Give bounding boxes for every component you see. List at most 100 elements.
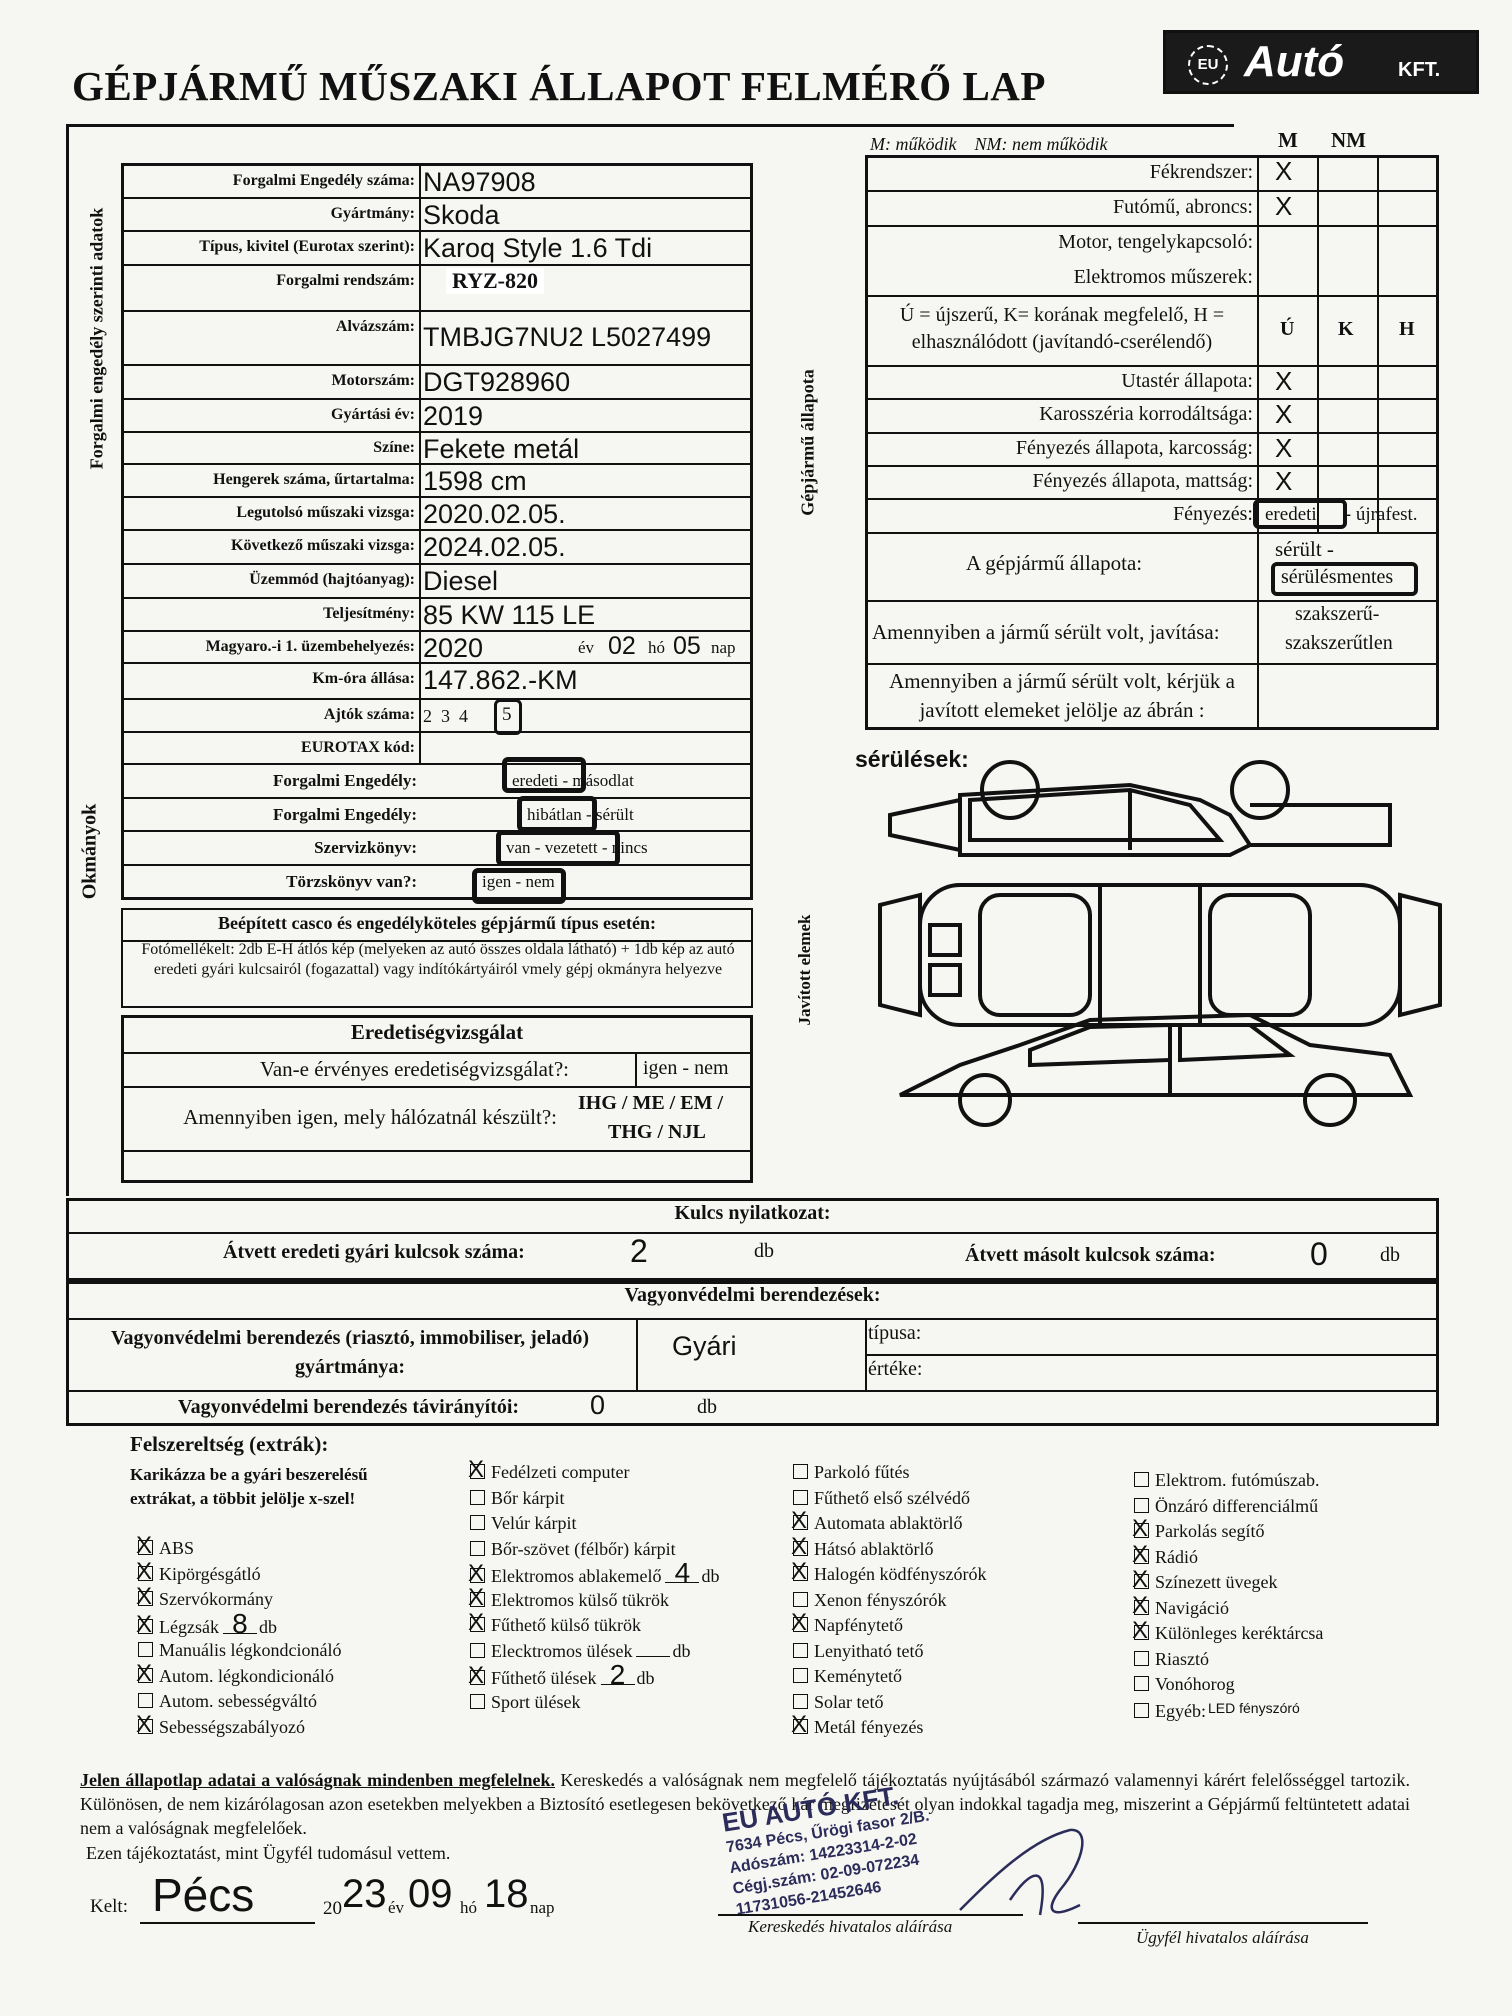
extra-item[interactable]: Napfénytető	[791, 1609, 903, 1637]
extra-item[interactable]: Sport ülések	[470, 1692, 581, 1713]
extra-item[interactable]: Színezett üvegek	[1132, 1566, 1277, 1594]
extra-item[interactable]: Szervókormány	[136, 1583, 273, 1611]
extra-checkbox[interactable]	[1132, 1617, 1149, 1645]
extra-item[interactable]: Autom. légkondicionáló	[136, 1660, 334, 1688]
extra-checkbox[interactable]	[791, 1507, 808, 1535]
extra-checkbox[interactable]	[1134, 1498, 1149, 1513]
state-line	[865, 600, 1439, 602]
extra-label: Szervókormány	[159, 1589, 273, 1609]
extra-checkbox[interactable]	[470, 1694, 485, 1709]
extra-checkbox[interactable]	[470, 1541, 485, 1556]
extra-item[interactable]: Elektrom. futómúszab.	[1134, 1470, 1319, 1491]
extra-checkbox[interactable]	[793, 1592, 808, 1607]
extra-checkbox[interactable]	[138, 1693, 153, 1708]
extra-label: Fedélzeti computer	[491, 1462, 630, 1482]
extra-checkbox[interactable]	[1134, 1472, 1149, 1487]
extra-item[interactable]: Metál fényezés	[791, 1711, 923, 1739]
extra-item[interactable]: Sebességszabályozó	[136, 1711, 305, 1739]
extra-checkbox[interactable]	[1132, 1592, 1149, 1620]
extra-checkbox[interactable]	[136, 1532, 153, 1560]
document-selected: igen	[482, 872, 512, 891]
extra-checkbox[interactable]	[793, 1464, 808, 1479]
extra-item[interactable]: ABS	[136, 1532, 194, 1560]
extra-checkbox[interactable]	[1132, 1515, 1149, 1543]
extra-item[interactable]: Parkoló fűtés	[793, 1462, 909, 1483]
extra-item[interactable]: Halogén ködfényszórók	[791, 1558, 986, 1586]
paint-label: Fényezés:	[1173, 503, 1253, 525]
extra-checkbox[interactable]	[470, 1490, 485, 1505]
extra-item[interactable]: Lenyitható tető	[793, 1641, 923, 1662]
extra-checkbox[interactable]	[468, 1456, 485, 1484]
extra-item[interactable]: Keménytető	[793, 1666, 902, 1687]
extra-item[interactable]: Navigáció	[1132, 1592, 1229, 1620]
document-rest: - másodlat	[558, 771, 634, 790]
extra-checkbox[interactable]	[468, 1584, 485, 1612]
extra-item[interactable]: Elektromos külső tükrök	[468, 1584, 669, 1612]
extra-item[interactable]: Parkolás segítő	[1132, 1515, 1265, 1543]
extra-checkbox[interactable]	[793, 1490, 808, 1505]
extra-checkbox[interactable]	[138, 1642, 153, 1657]
extra-checkbox[interactable]	[791, 1609, 808, 1637]
car-side-right[interactable]	[888, 760, 1392, 857]
extra-item[interactable]: Rádió	[1132, 1541, 1198, 1569]
vehicle-row-value: Diesel	[423, 566, 499, 596]
extra-checkbox[interactable]	[1134, 1651, 1149, 1666]
extra-checkbox[interactable]	[793, 1643, 808, 1658]
origin-line-2	[121, 1086, 753, 1088]
doors-selected: 5	[502, 704, 512, 725]
extra-item[interactable]: Solar tető	[793, 1692, 884, 1713]
extra-checkbox[interactable]	[468, 1662, 485, 1690]
extra-checkbox[interactable]	[136, 1558, 153, 1586]
kelt-nap: nap	[530, 1898, 555, 1917]
extra-item[interactable]: Egyéb:LED fényszóró	[1134, 1700, 1300, 1722]
extra-item[interactable]: Önzáró differenciálmű	[1134, 1496, 1318, 1517]
extra-item[interactable]: Vonóhorog	[1134, 1674, 1235, 1695]
extra-checkbox[interactable]	[136, 1660, 153, 1688]
extra-item[interactable]: Autom. sebességváltó	[138, 1691, 317, 1712]
vehicle-row: Üzemmód (hajtóanyag):Diesel	[121, 563, 753, 596]
extra-item[interactable]: Kipörgésgátló	[136, 1558, 261, 1586]
extra-checkbox[interactable]	[468, 1560, 485, 1588]
extra-checkbox[interactable]	[1134, 1676, 1149, 1691]
extra-checkbox[interactable]	[136, 1711, 153, 1739]
vehicle-row-label: Hengerek száma, űrtartalma:	[213, 471, 415, 488]
extra-checkbox[interactable]	[1132, 1566, 1149, 1594]
extra-item[interactable]: Bőr-szövet (félbőr) kárpit	[470, 1539, 676, 1560]
extra-checkbox[interactable]	[136, 1611, 153, 1639]
extra-item[interactable]: Bőr kárpit	[470, 1488, 565, 1509]
extra-checkbox[interactable]	[470, 1643, 485, 1658]
extra-item[interactable]: Manuális légkondcionáló	[138, 1640, 341, 1661]
ukh-row-mark: X	[1275, 366, 1293, 396]
vehicle-row-value: TMBJG7NU2 L5027499	[423, 322, 712, 352]
extra-checkbox[interactable]	[793, 1668, 808, 1683]
extra-item[interactable]: Fedélzeti computer	[468, 1456, 630, 1484]
extra-checkbox[interactable]	[468, 1609, 485, 1637]
car-side-left[interactable]	[899, 1012, 1414, 1127]
extra-label: Elektromos ablakemelő	[491, 1566, 662, 1586]
car-top-view[interactable]	[878, 883, 1442, 1027]
extra-checkbox[interactable]	[470, 1515, 485, 1530]
extras-instruction: Karikázza be a gyári beszerelésű extráka…	[130, 1465, 368, 1508]
extra-item[interactable]: Riasztó	[1134, 1649, 1209, 1670]
extra-item[interactable]: Különleges keréktárcsa	[1132, 1617, 1323, 1645]
extra-item[interactable]: Xenon fényszórók	[793, 1590, 946, 1611]
extra-item[interactable]: Hátsó ablaktörlő	[791, 1533, 933, 1561]
extra-checkbox[interactable]	[791, 1711, 808, 1739]
extra-checkbox[interactable]	[791, 1533, 808, 1561]
kelt-year: 23	[342, 1872, 387, 1916]
extra-checkbox[interactable]	[793, 1694, 808, 1709]
car-diagram[interactable]	[870, 745, 1450, 1135]
extra-checkbox[interactable]	[1134, 1703, 1149, 1718]
state-label: A gépjármű állapota:	[966, 551, 1143, 575]
extra-checkbox[interactable]	[136, 1583, 153, 1611]
extra-item[interactable]: Velúr kárpit	[470, 1513, 576, 1534]
extra-checkbox[interactable]	[791, 1558, 808, 1586]
extra-item[interactable]: Fűthető külső tükrök	[468, 1609, 641, 1637]
extra-checkbox[interactable]	[1132, 1541, 1149, 1569]
extra-item[interactable]: Fűthető első szélvédő	[793, 1488, 970, 1509]
extra-item[interactable]: Automata ablaktörlő	[791, 1507, 962, 1535]
